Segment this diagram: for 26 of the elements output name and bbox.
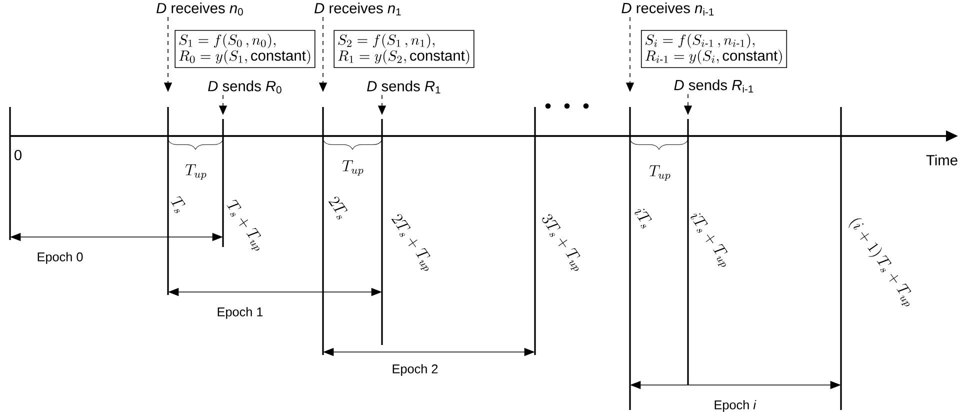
event-label: D receives n$_{1}$ bbox=[314, 2, 401, 16]
epoch-label: Epoch i bbox=[714, 400, 756, 412]
duration-label: $T_{up}$ bbox=[342, 160, 364, 176]
time-label: $2T_s$ bbox=[328, 196, 348, 220]
time-label: $2T_s + T_{up}$ bbox=[391, 214, 430, 271]
event-label: D receives n$_{0}$ bbox=[156, 2, 243, 16]
formula-box: $S_2 = f(S_1\,, n_1),$ $R_1 = y(S_2, \mathrm{constant})$ bbox=[334, 30, 474, 68]
formula-box: $S_i = f(S_{i\text{-}1}\,, n_{i\text{-}1}),$ $R_{i\text{-}1} = y(S_i, \mathrm{constant})$ bbox=[640, 30, 788, 68]
time-label: $iT_s$ bbox=[634, 208, 652, 228]
formula-box: $S_1 = f(S_0\,, n_0),$ $R_0 = y(S_1, \mathrm{constant})$ bbox=[174, 30, 316, 68]
time-label: $3T_s + T_{up}$ bbox=[542, 214, 580, 271]
time-label: $T_s + T_{up}$ bbox=[226, 200, 262, 251]
duration-label: $T_{up}$ bbox=[649, 165, 670, 181]
axis-label: Time bbox=[926, 154, 958, 166]
epoch-label: Epoch 1 bbox=[218, 307, 263, 319]
event-label: D receives n$_{i-1}$ bbox=[622, 2, 714, 16]
duration-label: $T_{up}$ bbox=[185, 164, 206, 180]
time-label: $(i+1)\,T_s + T_{up}$ bbox=[848, 218, 912, 306]
epoch-label: Epoch 0 bbox=[38, 252, 83, 264]
event-label: D sends R$_{0}$ bbox=[208, 80, 282, 94]
time-label: $T_s$ bbox=[170, 196, 186, 214]
event-label: D sends R$_{1}$ bbox=[367, 80, 440, 94]
epoch-label: Epoch 2 bbox=[392, 364, 438, 376]
axis-label: 0 bbox=[14, 150, 22, 160]
time-label: $iT_s + T_{up}$ bbox=[690, 213, 728, 267]
event-label: D sends R$_{i-1}$ bbox=[674, 79, 754, 93]
